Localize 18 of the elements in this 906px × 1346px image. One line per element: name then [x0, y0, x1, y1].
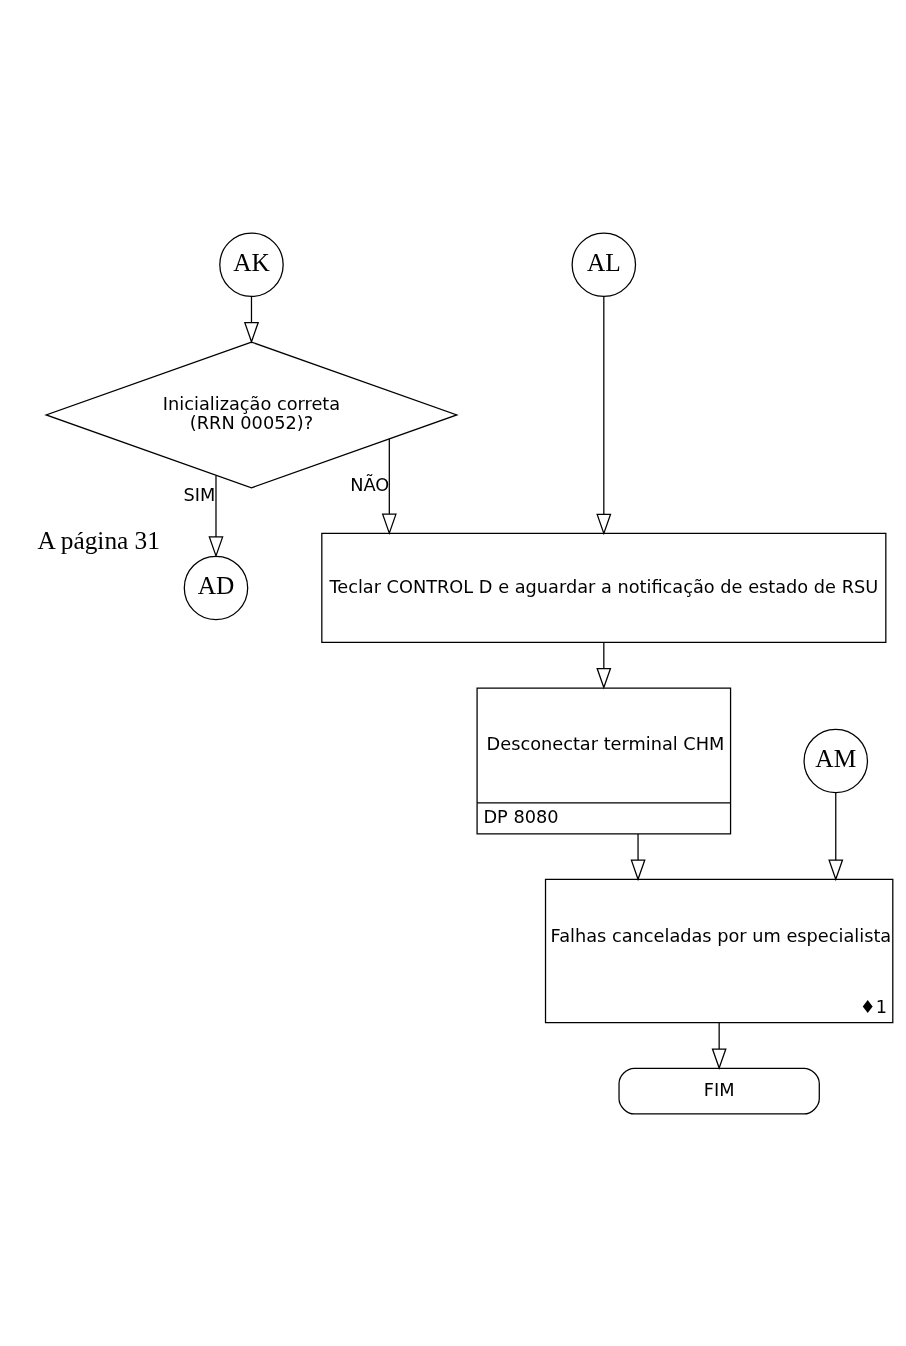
node-label: A página 31 [37, 525, 160, 554]
node-box: FIM [618, 1067, 820, 1115]
edge-label: NÃO [350, 474, 390, 495]
node-box: Teclar CONTROL D e aguardar a notificação de estado de RSU [321, 532, 887, 643]
arrow [828, 791, 844, 881]
node-circle: AK [219, 231, 284, 297]
arrow [596, 295, 612, 535]
node-circle: AM [803, 728, 869, 793]
arrow [596, 641, 612, 689]
arrow [208, 474, 224, 558]
node-circle: AD [183, 555, 249, 620]
arrow [381, 437, 397, 535]
arrow [243, 295, 260, 344]
arrow [711, 1021, 727, 1070]
arrow [630, 832, 646, 881]
node-box: Falhas canceladas por um especialista ♦1 [544, 878, 894, 1023]
node-circle: AL [571, 231, 637, 297]
edge-label: SIM [183, 484, 216, 505]
